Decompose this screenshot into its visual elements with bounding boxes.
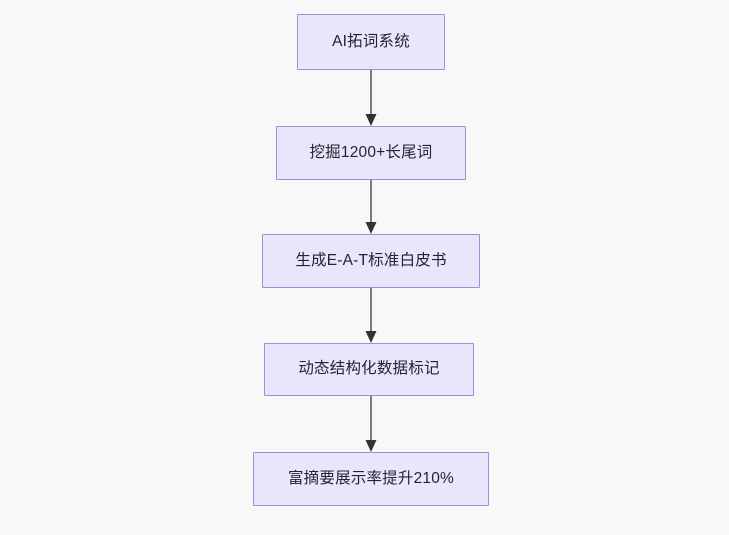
node-label: AI拓词系统 [332, 32, 410, 50]
node-label: 动态结构化数据标记 [298, 360, 440, 378]
flowchart-node-rich-snippet-impression-lift[interactable]: 富摘要展示率提升210% [253, 452, 489, 506]
flowchart-node-ai-keyword-system[interactable]: AI拓词系统 [297, 14, 445, 70]
flowchart-node-dynamic-structured-data-markup[interactable]: 动态结构化数据标记 [264, 343, 474, 396]
edge-n2-n3 [365, 180, 377, 234]
edge-arrowhead-n2-n3 [365, 222, 377, 234]
node-label: 挖掘1200+长尾词 [309, 143, 433, 161]
edge-n1-n2 [365, 70, 377, 126]
node-label: 生成E-A-T标准白皮书 [295, 251, 447, 269]
flowchart-node-generate-eat-whitepaper[interactable]: 生成E-A-T标准白皮书 [262, 234, 480, 288]
node-label: 富摘要展示率提升210% [287, 469, 455, 487]
flowchart-node-mine-longtail-keywords[interactable]: 挖掘1200+长尾词 [276, 126, 466, 180]
edge-arrowhead-n4-n5 [365, 440, 377, 452]
edge-arrowhead-n3-n4 [365, 331, 377, 343]
edge-n3-n4 [365, 288, 377, 343]
edge-n4-n5 [365, 396, 377, 452]
edge-arrowhead-n1-n2 [365, 114, 377, 126]
